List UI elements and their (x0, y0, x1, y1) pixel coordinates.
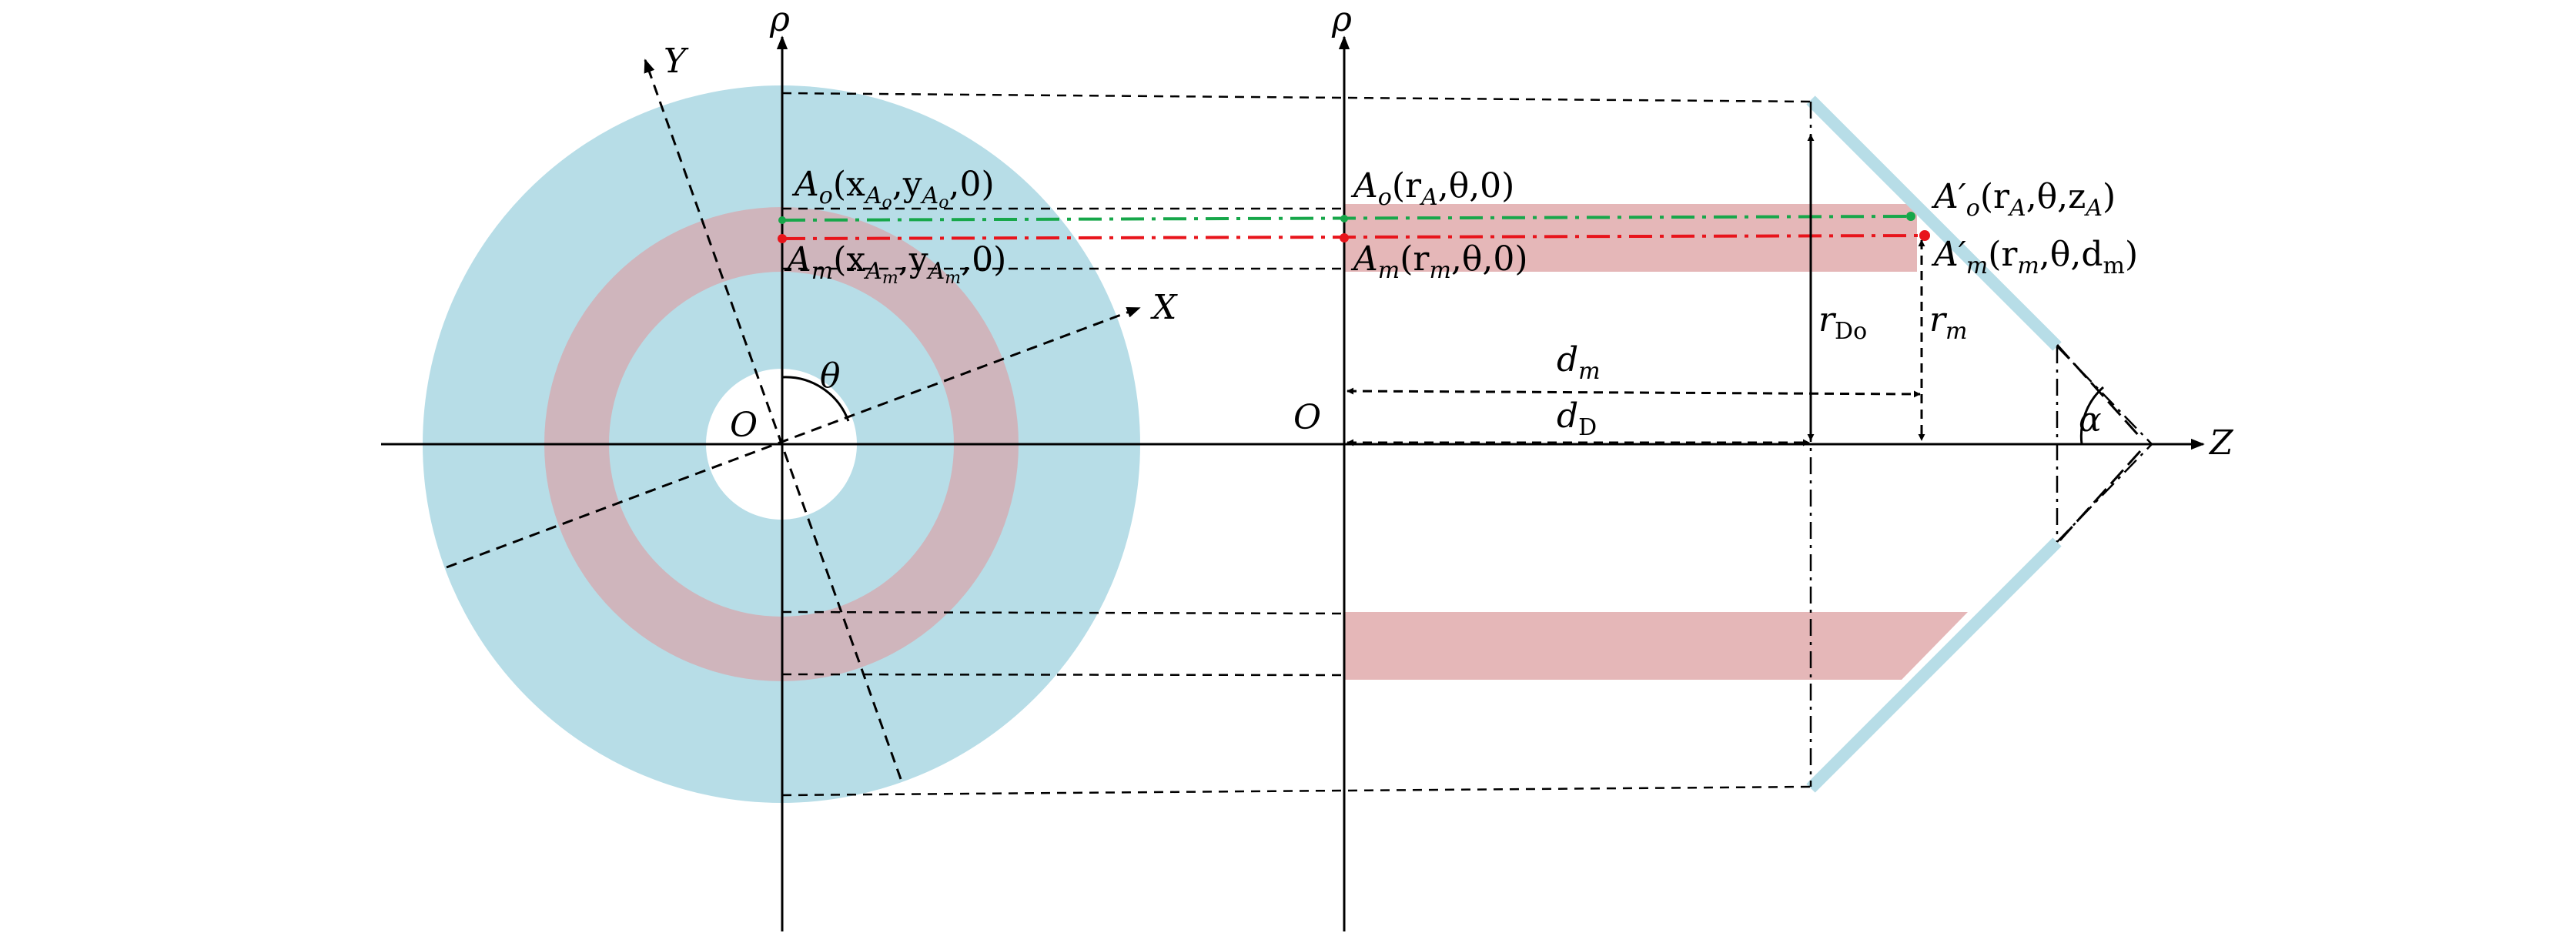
red-dot-left (778, 234, 787, 243)
r-m-label: rm (1929, 300, 1968, 345)
ao-left-label: Ao(xAo,yAo,0) (791, 165, 995, 212)
green-dot-mid (1340, 215, 1348, 222)
green-dot-left (778, 216, 786, 224)
origin-label-left: O (730, 406, 758, 445)
red-ray (781, 234, 1925, 240)
am-mid-label: Am(rm,θ,0) (1350, 239, 1528, 284)
alpha-arc (2079, 386, 2104, 445)
am-left-label: Am(xAm,yAm,0) (784, 240, 1006, 288)
z-axis-label: Z (2208, 423, 2234, 463)
origin-label-right: O (1293, 398, 1321, 437)
theta-label: θ (820, 356, 841, 396)
proj-top-outer (781, 92, 1812, 103)
proj-bottom-pink-outer (781, 673, 1345, 677)
d-m-label: dm (1557, 340, 1601, 385)
cone-lower-surface (1806, 537, 2062, 793)
theta-arc (781, 376, 850, 422)
rho-label-left: ρ (769, 0, 790, 39)
proj-bottom-pink-inner (781, 610, 1345, 615)
cone-upper-surface (1806, 95, 2062, 351)
x-axis-label: X (1150, 288, 1178, 327)
ao-right-label: A′o(rA,θ,zA) (1931, 177, 2116, 222)
am-right-label: A′m(rm,θ,dm) (1931, 235, 2138, 279)
green-dot-right (1906, 212, 1915, 221)
cone-tip-upper (2056, 346, 2153, 445)
red-dot-right (1919, 230, 1930, 241)
alpha-label: α (2079, 400, 2102, 440)
d-m-arrow (1347, 387, 1921, 398)
y-axis (644, 59, 902, 780)
proj-bottom-outer (781, 785, 1812, 797)
r-Do-label: rDo (1818, 300, 1867, 345)
red-dot-mid (1340, 233, 1349, 242)
rho-label-right: ρ (1331, 0, 1352, 39)
alpha-ray-lower (2056, 450, 2142, 545)
ao-mid-label: Ao(rA,θ,0) (1350, 166, 1514, 211)
y-axis-label: Y (664, 42, 689, 81)
cone-tip-lower (2056, 443, 2153, 543)
d-D-label: dD (1557, 396, 1597, 441)
lower-pink-band (1343, 612, 1968, 680)
